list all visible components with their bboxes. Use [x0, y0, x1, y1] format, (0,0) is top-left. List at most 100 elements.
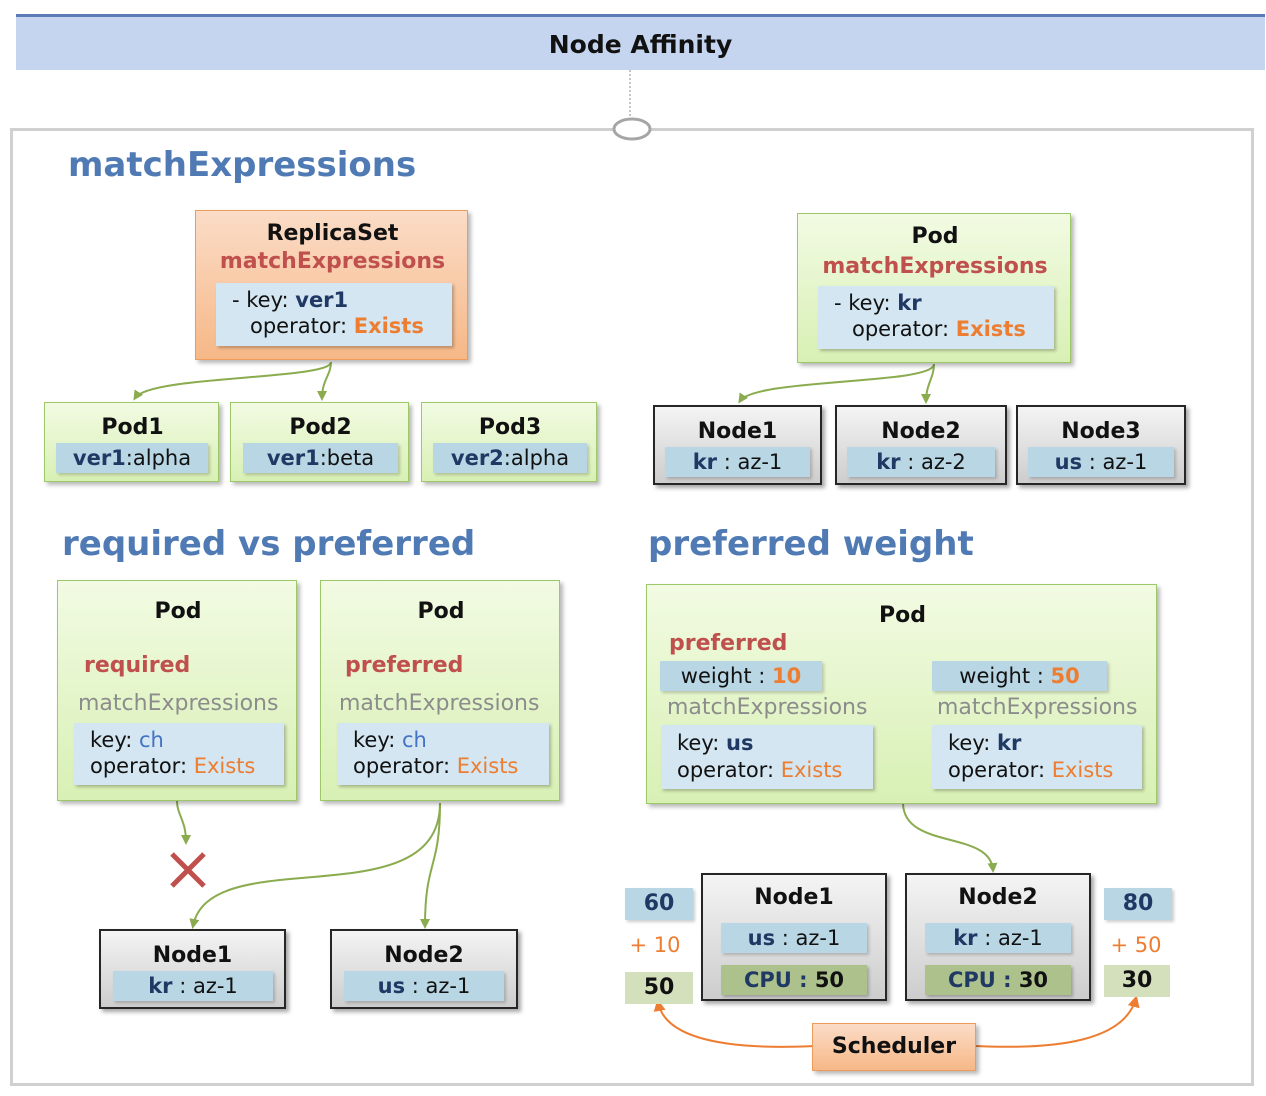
- key-label: key:: [677, 731, 720, 755]
- weight-label: weight :: [680, 664, 772, 688]
- node-label: kr : az-1: [113, 971, 273, 1001]
- pod-name: Pod2: [289, 415, 352, 440]
- label-value: :beta: [319, 446, 375, 470]
- key-label: key:: [948, 731, 991, 755]
- operator-label: operator:: [948, 758, 1046, 782]
- weight-label: weight :: [959, 664, 1051, 688]
- label-value: : az-1: [172, 974, 238, 998]
- arrow-pod-node2: [921, 363, 935, 404]
- weight-left-operator-line: operator: Exists: [677, 757, 842, 783]
- cpu-label: CPU :: [947, 968, 1019, 992]
- pod-match-subtitle: matchExpressions: [822, 254, 1048, 279]
- replicaset-box: ReplicaSet matchExpressions - key: ver1 …: [195, 210, 468, 360]
- label-key: us: [747, 926, 776, 950]
- pod-label: ver1:beta: [243, 443, 398, 473]
- operator-value: Exists: [456, 754, 519, 778]
- preferred-expression: key: ch operator: Exists: [337, 723, 549, 785]
- label-key: us: [377, 974, 406, 998]
- label-value: :alpha: [125, 446, 192, 470]
- cpu-value: 50: [814, 968, 845, 992]
- preferred-key-line: key: ch: [353, 727, 427, 753]
- frame-connector-oval: [612, 117, 652, 141]
- label-value: : az-1: [717, 450, 783, 474]
- required-pod-title: Pod: [154, 599, 202, 624]
- operator-value: Exists: [353, 314, 424, 338]
- weight-right-badge: weight : 50: [932, 661, 1107, 691]
- rs-pod1-box: Pod1 ver1:alpha: [44, 402, 219, 482]
- arrow-rs-pod1: [133, 361, 332, 401]
- replicaset-operator-line: operator: Exists: [250, 313, 424, 339]
- page-title: Node Affinity: [548, 30, 733, 59]
- label-value: : az-1: [977, 926, 1043, 950]
- heading-match-expressions: matchExpressions: [68, 145, 417, 185]
- pod-match-operator-line: operator: Exists: [852, 316, 1026, 342]
- replicaset-title: ReplicaSet: [266, 221, 399, 246]
- pod-name: Pod3: [478, 415, 542, 440]
- weight-preferred-label: preferred: [669, 631, 788, 656]
- required-expr-label: matchExpressions: [78, 691, 279, 716]
- label-value: :alpha: [503, 446, 570, 470]
- node-name: Node1: [697, 419, 778, 444]
- key-value: us: [726, 731, 754, 755]
- rs-pod3-box: Pod3 ver2:alpha: [421, 402, 597, 482]
- node-name: Node2: [958, 885, 1038, 910]
- weight-left-key-line: key: us: [677, 730, 753, 756]
- weight-node2-box: Node2 kr : az-1 CPU : 30: [905, 873, 1091, 1001]
- arrow-scheduler-left: [653, 999, 816, 1048]
- score-left-plus: + 10: [629, 933, 681, 957]
- operator-value: Exists: [193, 754, 256, 778]
- replicaset-expression: - key: ver1 operator: Exists: [216, 283, 452, 346]
- arrow-weight-node2: [902, 803, 998, 873]
- pod-label: ver1:alpha: [56, 443, 208, 473]
- weight-node1-box: Node1 us : az-1 CPU : 50: [701, 873, 887, 1001]
- key-value: ch: [402, 728, 427, 752]
- label-key: kr: [692, 450, 718, 474]
- label-key: ver2: [450, 446, 504, 470]
- required-expression: key: ch operator: Exists: [74, 723, 284, 785]
- label-value: : az-1: [775, 926, 841, 950]
- pod-match-box: Pod matchExpressions - key: kr operator:…: [797, 213, 1071, 363]
- label-key: ver1: [266, 446, 320, 470]
- label-value: : az-2: [900, 450, 966, 474]
- weight-left-expression: key: us operator: Exists: [661, 725, 873, 789]
- node-label: kr : az-2: [847, 447, 995, 477]
- key-label: - key:: [834, 291, 891, 315]
- arrow-scheduler-right: [975, 995, 1140, 1048]
- key-label: key:: [353, 728, 396, 752]
- replicaset-key-line: - key: ver1: [232, 287, 348, 313]
- preferred-label: preferred: [345, 653, 464, 678]
- node-label: kr : az-1: [665, 447, 810, 477]
- rp-node1-box: Node1 kr : az-1: [99, 929, 286, 1009]
- node-name: Node1: [152, 943, 233, 968]
- match-node1-box: Node1 kr : az-1: [653, 405, 822, 485]
- label-key: kr: [148, 974, 173, 998]
- operator-label: operator:: [852, 317, 950, 341]
- score-left-base: 50: [625, 972, 693, 1004]
- rs-pod2-box: Pod2 ver1:beta: [230, 402, 409, 482]
- node-label: us : az-1: [1028, 447, 1174, 477]
- operator-value: Exists: [780, 758, 843, 782]
- weight-right-operator-line: operator: Exists: [948, 757, 1113, 783]
- match-node3-box: Node3 us : az-1: [1016, 405, 1186, 485]
- score-right-total: 80: [1104, 888, 1172, 920]
- preferred-operator-line: operator: Exists: [353, 753, 518, 779]
- arrow-pod-node1: [738, 363, 935, 404]
- node-label: us : az-1: [344, 971, 504, 1001]
- arrow-preferred-node1: [189, 802, 441, 929]
- cpu-label: CPU :: [743, 968, 815, 992]
- operator-label: operator:: [353, 754, 451, 778]
- preferred-pod-title: Pod: [417, 599, 465, 624]
- heading-required-vs-preferred: required vs preferred: [62, 524, 476, 564]
- required-label: required: [84, 653, 191, 678]
- arrow-rs-pod2: [317, 361, 332, 401]
- pod-name: Pod1: [101, 415, 164, 440]
- key-label: key:: [90, 728, 133, 752]
- key-value: kr: [997, 731, 1022, 755]
- pod-match-expression: - key: kr operator: Exists: [818, 286, 1054, 349]
- pod-match-key-line: - key: kr: [834, 290, 922, 316]
- score-right-plus: + 50: [1110, 933, 1162, 957]
- cpu-value: 30: [1018, 968, 1049, 992]
- label-key: us: [1054, 450, 1083, 474]
- node-label: kr : az-1: [925, 923, 1071, 953]
